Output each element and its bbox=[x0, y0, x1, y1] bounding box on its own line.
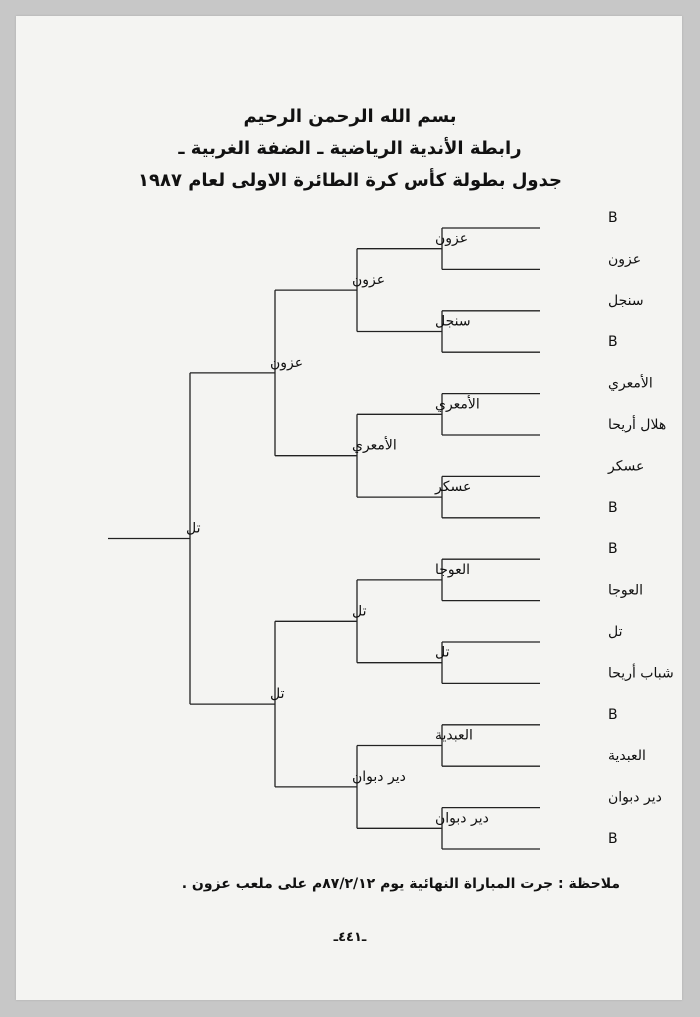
round1-team-label: عسكر bbox=[607, 458, 644, 474]
league-heading: رابطة الأندية الرياضية ـ الضفة الغربية ـ bbox=[178, 138, 522, 159]
round2-team-label: تل bbox=[435, 645, 450, 661]
round3-team-label: الأمعري bbox=[352, 436, 397, 454]
round1-team-label: العبدية bbox=[608, 748, 646, 764]
round2-team-label: سنجل bbox=[435, 314, 471, 330]
round3-team-label: دير دبوان bbox=[352, 769, 406, 785]
document-page bbox=[16, 16, 682, 1000]
round1-team-label: B bbox=[608, 831, 618, 847]
final-match-note: ملاحظة : جرت المباراة النهائية يوم ٨٧/٢/… bbox=[181, 876, 620, 892]
round1-team-label: شباب أريحا bbox=[608, 663, 674, 681]
round3-team-label: تل bbox=[352, 603, 367, 619]
round1-team-label: تل bbox=[608, 624, 623, 640]
round2-team-label: عسكر bbox=[434, 479, 471, 495]
champion-label: تل bbox=[186, 521, 201, 537]
round2-team-label: العبدية bbox=[435, 728, 473, 744]
round1-team-label: سنجل bbox=[608, 293, 644, 309]
page-number: ـ٤٤١ـ bbox=[333, 930, 367, 945]
round1-team-label: هلال أريحا bbox=[608, 415, 666, 433]
round1-team-label: B bbox=[608, 541, 618, 557]
semifinal-team-label: عزون bbox=[270, 355, 303, 371]
round2-team-label: العوجا bbox=[435, 562, 470, 578]
round2-team-label: دير دبوان bbox=[435, 810, 489, 826]
round1-team-label: الأمعري bbox=[608, 374, 653, 392]
round3-team-label: عزون bbox=[352, 272, 385, 288]
round1-team-label: العوجا bbox=[608, 583, 643, 599]
tournament-title: جدول بطولة كأس كرة الطائرة الاولى لعام ١… bbox=[137, 170, 562, 191]
round1-team-label: B bbox=[608, 334, 618, 350]
round2-team-label: عزون bbox=[435, 231, 468, 247]
round1-team-label: B bbox=[608, 707, 618, 723]
basmala-heading: بسم الله الرحمن الرحيم bbox=[243, 106, 457, 127]
round1-team-label: B bbox=[608, 500, 618, 516]
round1-team-label: B bbox=[608, 210, 618, 226]
round2-team-label: الأمعري bbox=[435, 394, 480, 412]
round1-team-label: دير دبوان bbox=[608, 790, 662, 806]
semifinal-team-label: تل bbox=[270, 686, 285, 702]
round1-team-label: عزون bbox=[608, 251, 641, 267]
